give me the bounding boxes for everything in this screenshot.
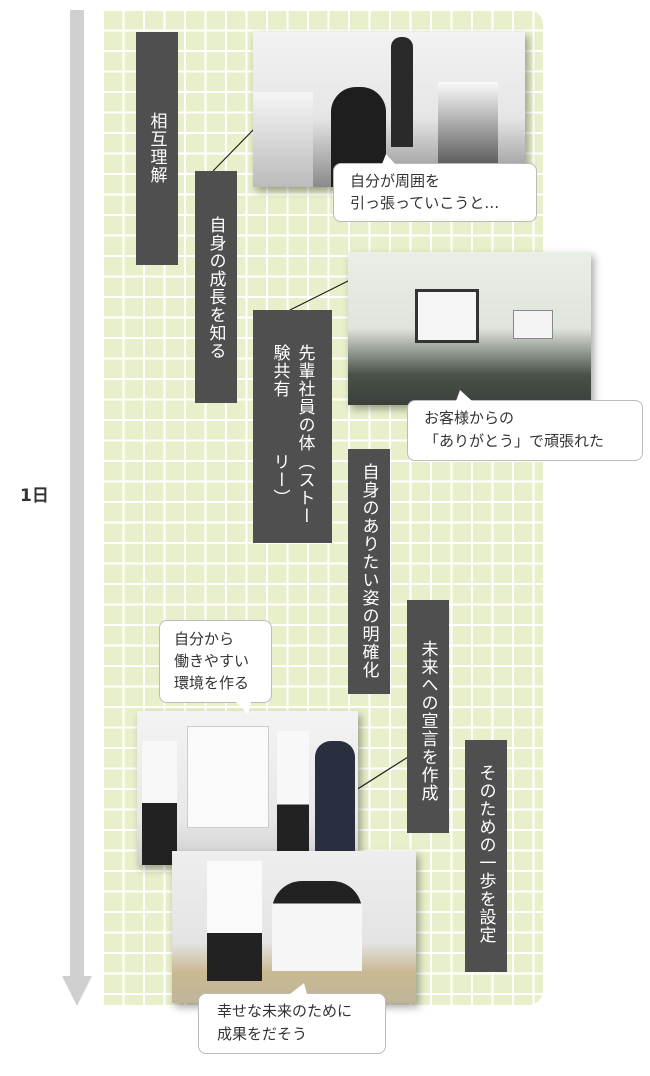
step-future-declaration: 未来への宣言を作成	[407, 600, 449, 833]
timeline-label: 1日	[20, 486, 49, 506]
step-label: 未来への宣言を作成	[417, 640, 438, 802]
step-label: そのための一歩を設定	[475, 764, 496, 944]
step-label: 自身の成長を知る	[205, 216, 226, 360]
bubble-text: 環境を作る	[174, 674, 250, 692]
step-set-first-step: そのための一歩を設定	[465, 740, 507, 972]
bubble-tail	[382, 154, 395, 164]
bubble-tail	[456, 390, 472, 401]
step-label-sub: （ストーリー）	[269, 453, 315, 526]
bubble-tail	[236, 702, 251, 714]
bubble-text: 自分から	[174, 630, 235, 648]
connector-line	[212, 127, 256, 172]
bubble-tail	[290, 983, 307, 994]
speech-bubble-customer-thanks: お客様からの 「ありがとう」で頑張れた	[407, 400, 643, 461]
connector-line	[289, 279, 351, 311]
timeline-axis	[70, 10, 84, 978]
speech-bubble-work-environment: 自分から 働きやすい 環境を作る	[159, 620, 272, 703]
step-know-own-growth: 自身の成長を知る	[195, 171, 237, 403]
bubble-text: お客様からの	[424, 409, 515, 427]
step-clarify-ideal-self: 自身のありたい姿の明確化	[348, 449, 390, 694]
photo-flipchart-presentation	[137, 711, 358, 865]
step-label: 相互理解	[146, 112, 167, 184]
step-label: 自身のありたい姿の明確化	[358, 463, 379, 679]
bubble-text: 自分が周囲を	[350, 172, 441, 190]
bubble-text: 働きやすい	[174, 652, 250, 670]
connector-line	[355, 756, 409, 791]
bubble-text: 幸せな未来のために	[217, 1002, 353, 1020]
photo-seminar-room	[348, 252, 591, 405]
step-label: 先輩社員の体験共有	[269, 344, 315, 452]
photo-presentation-small-group	[253, 32, 525, 187]
step-mutual-understanding: 相互理解	[136, 32, 178, 265]
bubble-text: 「ありがとう」で頑張れた	[424, 432, 605, 450]
step-senior-story-sharing: 先輩社員の体験共有 （ストーリー）	[253, 310, 332, 543]
timeline-arrow-icon	[62, 976, 92, 1006]
photo-writing-at-table	[172, 851, 416, 1003]
bubble-text: 引っ張っていこうと…	[350, 194, 500, 212]
bubble-text: 成果をだそう	[217, 1025, 308, 1043]
speech-bubble-happy-future: 幸せな未来のために 成果をだそう	[198, 993, 386, 1054]
speech-bubble-lead-others: 自分が周囲を 引っ張っていこうと…	[333, 163, 537, 222]
